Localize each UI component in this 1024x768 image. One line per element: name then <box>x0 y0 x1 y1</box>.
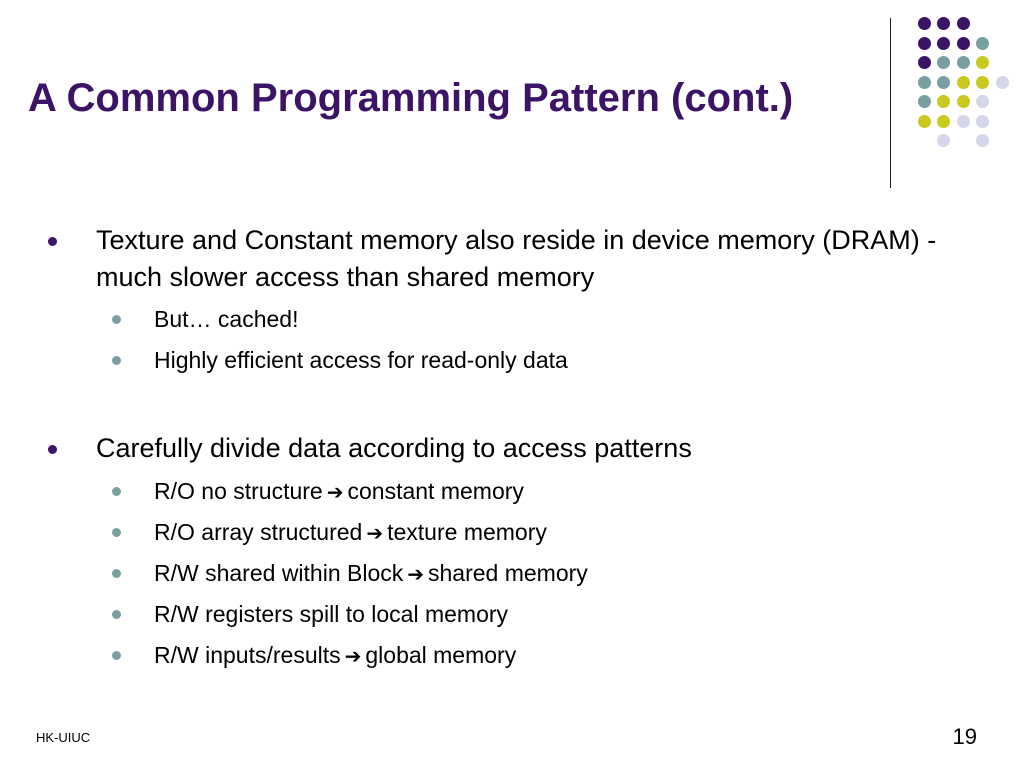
bullet-2-sub-2-after: texture memory <box>387 519 547 545</box>
bullet-2-sub-5-marker <box>112 651 121 660</box>
bullet-2: Carefully divide data according to acces… <box>48 430 956 467</box>
title-divider-line <box>890 18 891 188</box>
bullet-2-sub-5-after: global memory <box>365 642 517 668</box>
right-arrow-icon: ➔ <box>326 480 344 504</box>
bullet-2-sub-1: R/O no structure➔constant memory <box>112 476 914 507</box>
bullet-2-sub-2: R/O array structured➔texture memory <box>112 517 914 548</box>
bullet-2-sub-3-after: shared memory <box>428 560 588 586</box>
bullet-1-sub-2-text: Highly efficient access for read-only da… <box>154 347 568 373</box>
bullet-2-marker <box>48 445 57 454</box>
bullet-1-sub-1-text: But… cached! <box>154 306 299 332</box>
bullet-1-marker <box>48 237 57 246</box>
bullet-2-sub-1-marker <box>112 487 121 496</box>
bullet-1-sub-2: Highly efficient access for read-only da… <box>112 345 914 375</box>
bullet-2-sub-3-before: R/W shared within Block <box>154 560 404 586</box>
right-arrow-icon: ➔ <box>407 562 425 586</box>
bullet-2-sub-4-marker <box>112 610 121 619</box>
bullet-2-sub-3-marker <box>112 569 121 578</box>
bullet-2-sub-4-text: R/W registers spill to local memory <box>154 601 509 627</box>
bullet-2-sub-2-marker <box>112 528 121 537</box>
bullet-1: Texture and Constant memory also reside … <box>48 222 956 296</box>
bullet-1-text: Texture and Constant memory also reside … <box>96 225 937 292</box>
slide-title: A Common Programming Pattern (cont.) <box>28 76 794 120</box>
bullet-2-text: Carefully divide data according to acces… <box>96 433 692 463</box>
bullet-2-sub-3: R/W shared within Block➔shared memory <box>112 558 914 589</box>
bullet-1-sub-1: But… cached! <box>112 304 914 334</box>
bullet-2-sub-5: R/W inputs/results➔global memory <box>112 640 914 671</box>
bullet-1-sub-1-marker <box>112 315 121 324</box>
right-arrow-icon: ➔ <box>344 644 362 668</box>
bullet-2-sub-2-before: R/O array structured <box>154 519 363 545</box>
bullet-2-sub-4: R/W registers spill to local memory <box>112 599 914 629</box>
bullet-2-sub-5-before: R/W inputs/results <box>154 642 341 668</box>
right-arrow-icon: ➔ <box>366 521 384 545</box>
bullet-2-sub-1-before: R/O no structure <box>154 478 323 504</box>
bullet-2-sub-1-after: constant memory <box>347 478 524 504</box>
bullet-1-sub-2-marker <box>112 356 121 365</box>
footer-label: HK-UIUC <box>36 730 91 745</box>
page-number: 19 <box>952 724 977 749</box>
